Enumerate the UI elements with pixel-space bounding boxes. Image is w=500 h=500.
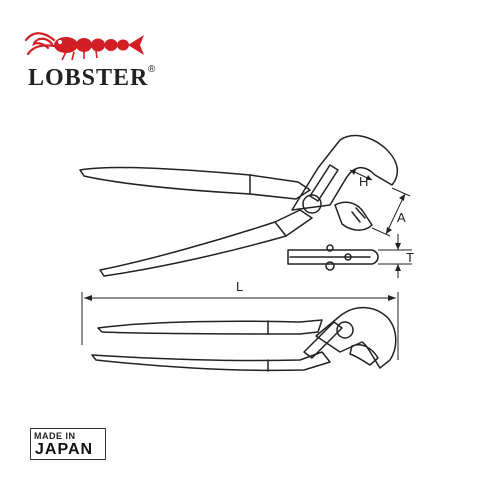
made-in-japan-badge: MADE IN JAPAN: [30, 428, 106, 460]
bottom-plier: [91, 306, 397, 372]
lobster-icon: [24, 32, 144, 61]
registered-mark: ®: [148, 64, 156, 75]
dimension-lines: [81, 169, 412, 360]
side-view: [287, 244, 379, 271]
dimension-label-h: H: [359, 174, 368, 189]
made-in-label: MADE IN: [34, 431, 76, 441]
dimension-label-l: L: [236, 279, 243, 294]
brand-name: LOBSTER: [28, 65, 149, 91]
dimension-label-t: T: [406, 250, 414, 265]
country-label: JAPAN: [35, 441, 94, 458]
lower-handle: [99, 209, 313, 277]
dimension-label-a: A: [397, 210, 406, 225]
upper-handle: [79, 166, 311, 200]
brand-logo: LOBSTER ®: [24, 26, 164, 96]
